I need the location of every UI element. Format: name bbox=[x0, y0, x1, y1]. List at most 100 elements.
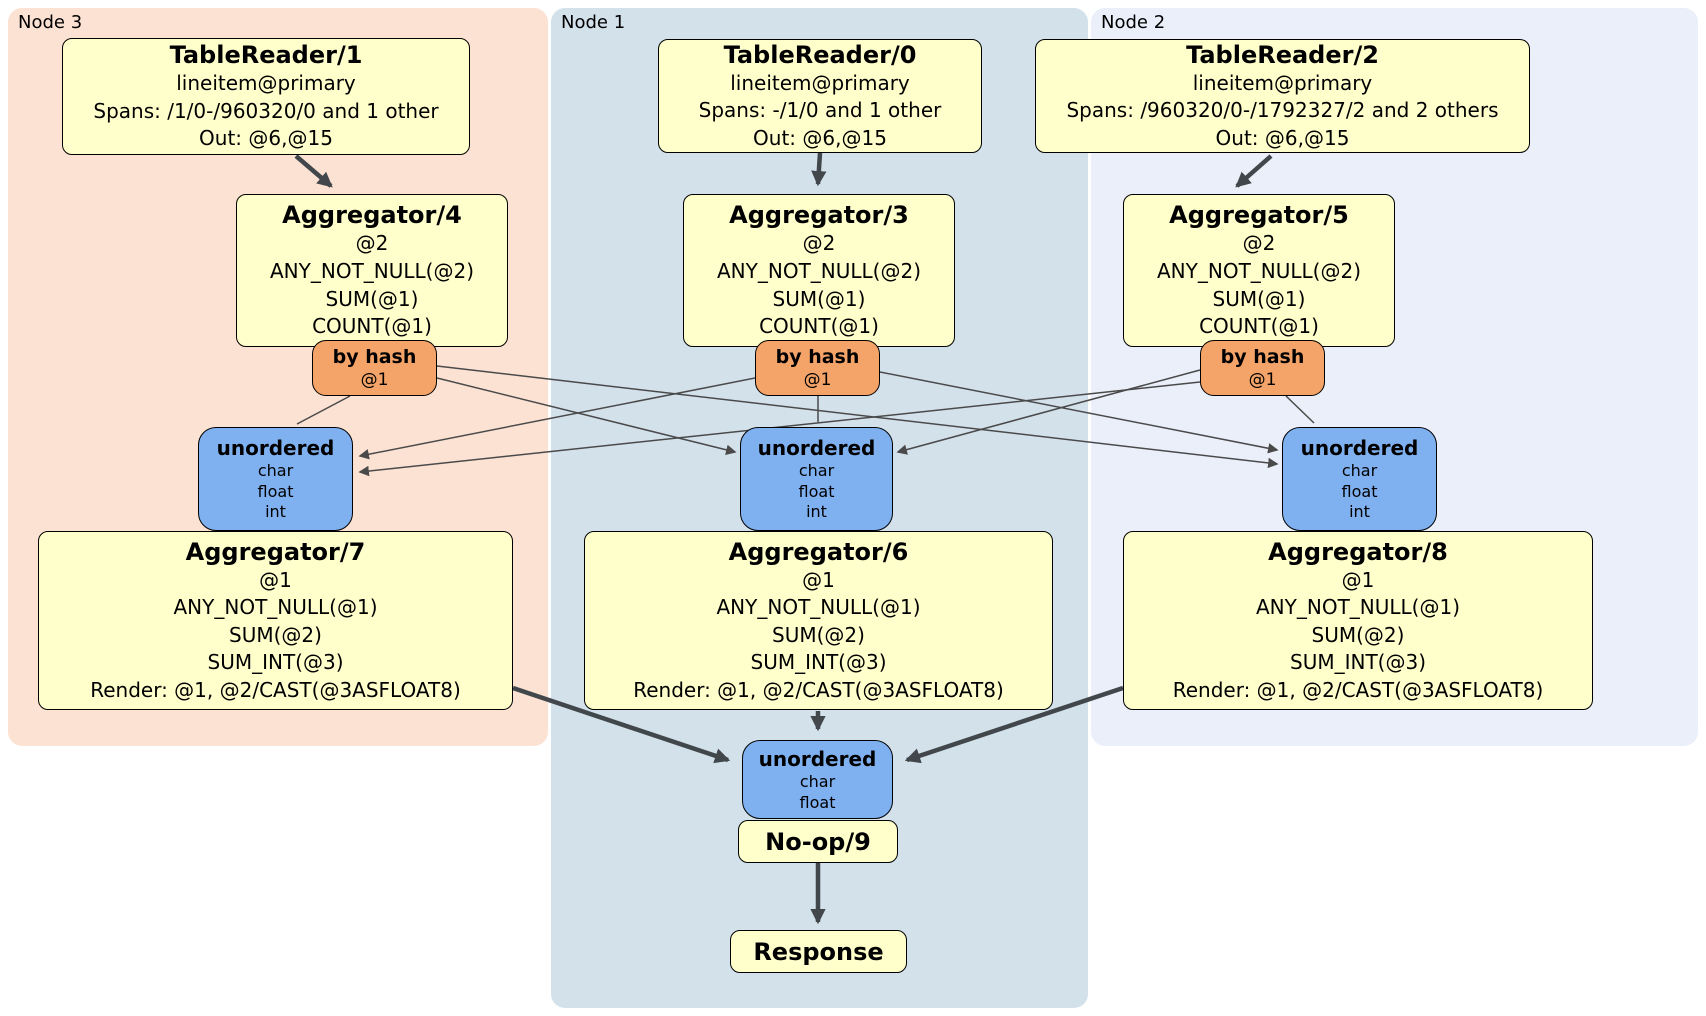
box-title: TableReader/1 bbox=[169, 41, 363, 70]
box-title: unordered bbox=[758, 746, 877, 771]
edge-agg7-unfinal bbox=[512, 685, 731, 764]
edge-hash4-unright bbox=[436, 365, 1279, 469]
box-line: char bbox=[257, 460, 294, 480]
box-title: unordered bbox=[1300, 435, 1419, 460]
edge-hash5-unright bbox=[1285, 395, 1315, 424]
box-line: Out: @6,@15 bbox=[1215, 125, 1350, 150]
box-line: SUM(@2) bbox=[229, 622, 322, 647]
box-line: float bbox=[798, 481, 835, 501]
edge-tr1-agg4 bbox=[294, 154, 333, 188]
box-line: char bbox=[798, 460, 835, 480]
box-title: by hash bbox=[775, 346, 860, 369]
box-line: @1 bbox=[360, 369, 389, 390]
processor-noop-9: No-op/9 bbox=[738, 820, 898, 863]
box-line: lineitem@primary bbox=[1192, 70, 1373, 95]
box-line: int bbox=[806, 502, 827, 522]
box-line: @1 bbox=[1341, 567, 1375, 592]
node1-label: Node 1 bbox=[561, 12, 626, 33]
box-line: SUM(@1) bbox=[772, 286, 866, 311]
box-line: @2 bbox=[1242, 231, 1276, 256]
stream-unordered-final: unordered char float bbox=[742, 740, 893, 819]
box-title: No-op/9 bbox=[765, 827, 871, 856]
edge-hash4-unleft bbox=[296, 395, 351, 425]
edge-hash3-unleft bbox=[358, 377, 756, 460]
box-line: COUNT(@1) bbox=[1199, 314, 1319, 339]
box-line: Render: @1, @2/CAST(@3ASFLOAT8) bbox=[633, 677, 1004, 702]
processor-aggregator-6: Aggregator/6 @1 ANY_NOT_NULL(@1) SUM(@2)… bbox=[584, 531, 1053, 710]
stream-unordered-right: unordered char float int bbox=[1282, 427, 1437, 531]
box-line: SUM_INT(@3) bbox=[750, 650, 887, 675]
box-title: Aggregator/5 bbox=[1169, 201, 1349, 230]
box-line: @2 bbox=[802, 231, 836, 256]
box-line: Render: @1, @2/CAST(@3ASFLOAT8) bbox=[1172, 677, 1544, 702]
box-line: ANY_NOT_NULL(@1) bbox=[1256, 595, 1460, 620]
box-title: unordered bbox=[757, 435, 876, 460]
stream-unordered-middle: unordered char float int bbox=[740, 427, 893, 531]
box-line: float bbox=[1341, 481, 1378, 501]
box-line: SUM(@1) bbox=[1212, 286, 1306, 311]
node3-label: Node 3 bbox=[18, 12, 83, 33]
box-line: SUM(@2) bbox=[772, 622, 865, 647]
box-line: int bbox=[1349, 502, 1370, 522]
box-line: @1 bbox=[1248, 369, 1277, 390]
box-title: TableReader/2 bbox=[1186, 40, 1379, 69]
box-line: SUM(@2) bbox=[1311, 622, 1405, 647]
box-line: @1 bbox=[259, 567, 292, 592]
edge-hash4-unmid bbox=[436, 377, 737, 455]
router-by-hash-3: by hash @1 bbox=[755, 340, 880, 396]
processor-tablereader-2: TableReader/2 lineitem@primary Spans: /9… bbox=[1035, 39, 1530, 153]
box-title: Aggregator/6 bbox=[728, 537, 909, 566]
box-title: Aggregator/8 bbox=[1268, 537, 1448, 566]
box-line: int bbox=[265, 502, 286, 522]
box-line: lineitem@primary bbox=[176, 71, 356, 96]
box-title: unordered bbox=[216, 435, 335, 460]
box-line: Out: @6,@15 bbox=[199, 126, 333, 151]
box-title: by hash bbox=[1220, 346, 1305, 369]
box-line: @1 bbox=[803, 369, 832, 390]
router-by-hash-4: by hash @1 bbox=[312, 340, 437, 396]
box-line: ANY_NOT_NULL(@2) bbox=[717, 258, 921, 283]
box-line: Spans: -/1/0 and 1 other bbox=[698, 98, 942, 123]
box-line: ANY_NOT_NULL(@2) bbox=[270, 258, 474, 283]
box-title: Aggregator/3 bbox=[729, 201, 909, 230]
box-title: Aggregator/4 bbox=[282, 201, 462, 230]
box-title: by hash bbox=[332, 346, 417, 369]
box-line: SUM_INT(@3) bbox=[207, 650, 344, 675]
edge-agg8-unfinal bbox=[904, 685, 1124, 764]
box-line: SUM_INT(@3) bbox=[1290, 650, 1426, 675]
stream-unordered-left: unordered char float int bbox=[198, 427, 353, 531]
processor-aggregator-3: Aggregator/3 @2 ANY_NOT_NULL(@2) SUM(@1)… bbox=[683, 194, 955, 347]
box-line: float bbox=[257, 481, 294, 501]
processor-aggregator-7: Aggregator/7 @1 ANY_NOT_NULL(@1) SUM(@2)… bbox=[38, 531, 513, 710]
edge-tr0-agg3 bbox=[811, 152, 827, 187]
box-line: Spans: /1/0-/960320/0 and 1 other bbox=[93, 98, 439, 123]
box-line: Out: @6,@15 bbox=[753, 125, 887, 150]
box-line: ANY_NOT_NULL(@2) bbox=[1157, 258, 1361, 283]
box-line: SUM(@1) bbox=[325, 286, 419, 311]
box-line: COUNT(@1) bbox=[759, 314, 879, 339]
edge-hash3-unright bbox=[879, 371, 1279, 454]
box-line: Spans: /960320/0-/1792327/2 and 2 others bbox=[1066, 98, 1499, 123]
box-line: char bbox=[799, 771, 836, 791]
edge-tr2-agg5 bbox=[1235, 154, 1273, 188]
processor-aggregator-4: Aggregator/4 @2 ANY_NOT_NULL(@2) SUM(@1)… bbox=[236, 194, 508, 347]
box-line: float bbox=[799, 792, 836, 812]
box-line: @1 bbox=[802, 567, 835, 592]
box-line: lineitem@primary bbox=[730, 70, 910, 95]
box-line: @2 bbox=[355, 231, 389, 256]
box-title: TableReader/0 bbox=[723, 40, 917, 69]
node2-label: Node 2 bbox=[1101, 12, 1166, 33]
box-title: Aggregator/7 bbox=[185, 537, 366, 566]
router-by-hash-5: by hash @1 bbox=[1200, 340, 1325, 396]
box-title: Response bbox=[753, 937, 884, 966]
box-line: Render: @1, @2/CAST(@3ASFLOAT8) bbox=[90, 677, 461, 702]
edge-hash5-unmid bbox=[896, 369, 1201, 455]
processor-tablereader-1: TableReader/1 lineitem@primary Spans: /1… bbox=[62, 38, 470, 155]
box-line: ANY_NOT_NULL(@1) bbox=[173, 595, 378, 620]
box-line: ANY_NOT_NULL(@1) bbox=[716, 595, 921, 620]
processor-tablereader-0: TableReader/0 lineitem@primary Spans: -/… bbox=[658, 39, 982, 153]
response-box: Response bbox=[730, 930, 907, 973]
processor-aggregator-5: Aggregator/5 @2 ANY_NOT_NULL(@2) SUM(@1)… bbox=[1123, 194, 1395, 347]
